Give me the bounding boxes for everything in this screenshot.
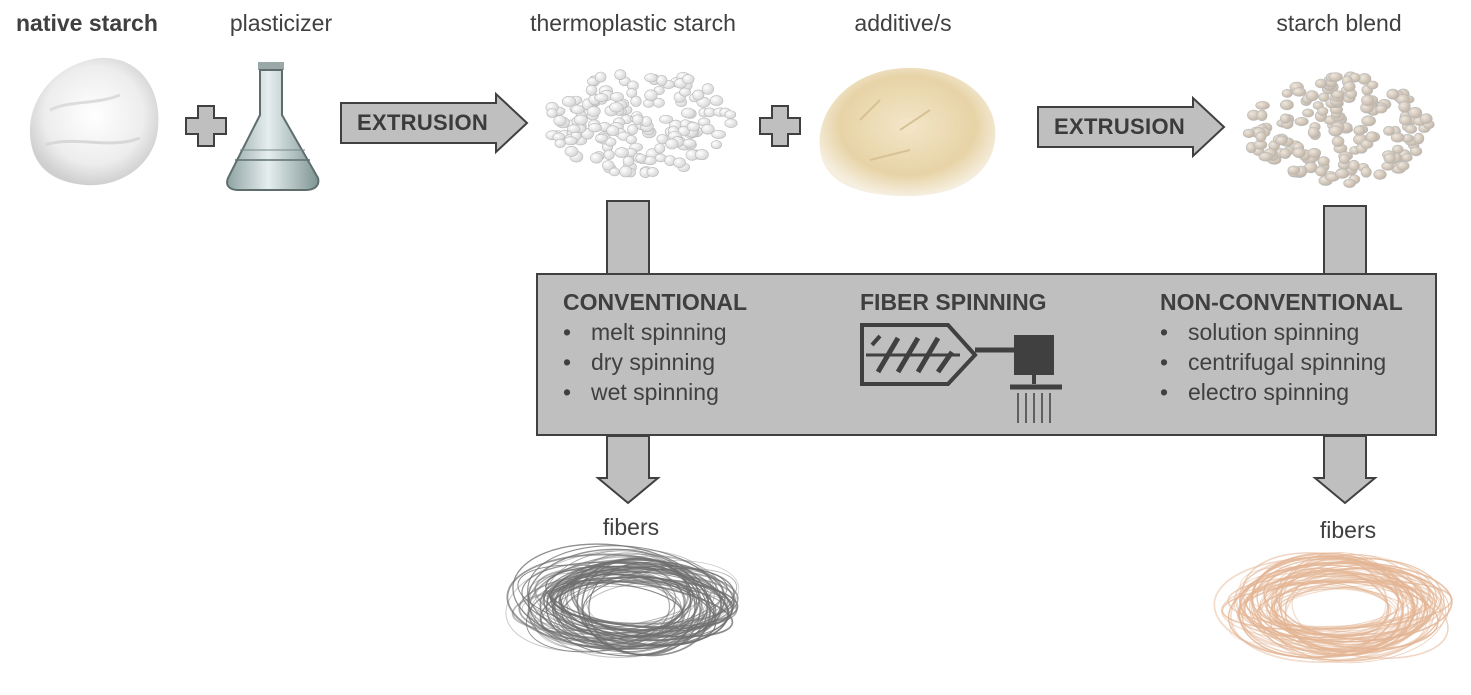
extrusion-label-2: EXTRUSION [1054,114,1186,139]
plasticizer-flask-image [226,62,320,191]
plus-icon-2 [759,105,801,147]
extrusion-arrow-2[interactable] [1037,95,1226,159]
conventional-list: melt spinning dry spinning wet spinning [563,317,727,407]
down-arrow-left [595,435,661,505]
down-arrow-right [1312,435,1378,505]
thermoplastic-starch-image [545,69,738,178]
fibers-image-right [1213,552,1453,664]
plus-icon-1 [185,105,227,147]
extrusion-label-1: EXTRUSION [357,110,489,135]
additives-image [819,67,996,197]
native-starch-image [29,57,159,186]
fiber-spinning-heading: FIBER SPINNING [860,289,1047,315]
native-starch-label: native starch [16,10,158,36]
fibers-image-left [505,543,740,659]
list-item: solution spinning [1160,317,1386,347]
plasticizer-label: plasticizer [229,10,333,36]
list-item: melt spinning [563,317,727,347]
list-item: centrifugal spinning [1160,347,1386,377]
thermoplastic-starch-label: thermoplastic starch [530,10,736,36]
conventional-heading: CONVENTIONAL [563,289,747,315]
connector-right [1323,205,1367,276]
additives-label: additive/s [854,10,952,36]
starch-blend-image [1242,71,1435,188]
list-item: wet spinning [563,377,727,407]
extrusion-arrow-1[interactable] [340,91,529,155]
connector-left [606,200,650,276]
non-conventional-list: solution spinning centrifugal spinning e… [1160,317,1386,407]
list-item: electro spinning [1160,377,1386,407]
starch-blend-label: starch blend [1276,10,1402,36]
fibers-label-left: fibers [602,514,660,540]
fibers-label-right: fibers [1319,517,1377,543]
list-item: dry spinning [563,347,727,377]
non-conventional-heading: NON-CONVENTIONAL [1160,289,1403,315]
